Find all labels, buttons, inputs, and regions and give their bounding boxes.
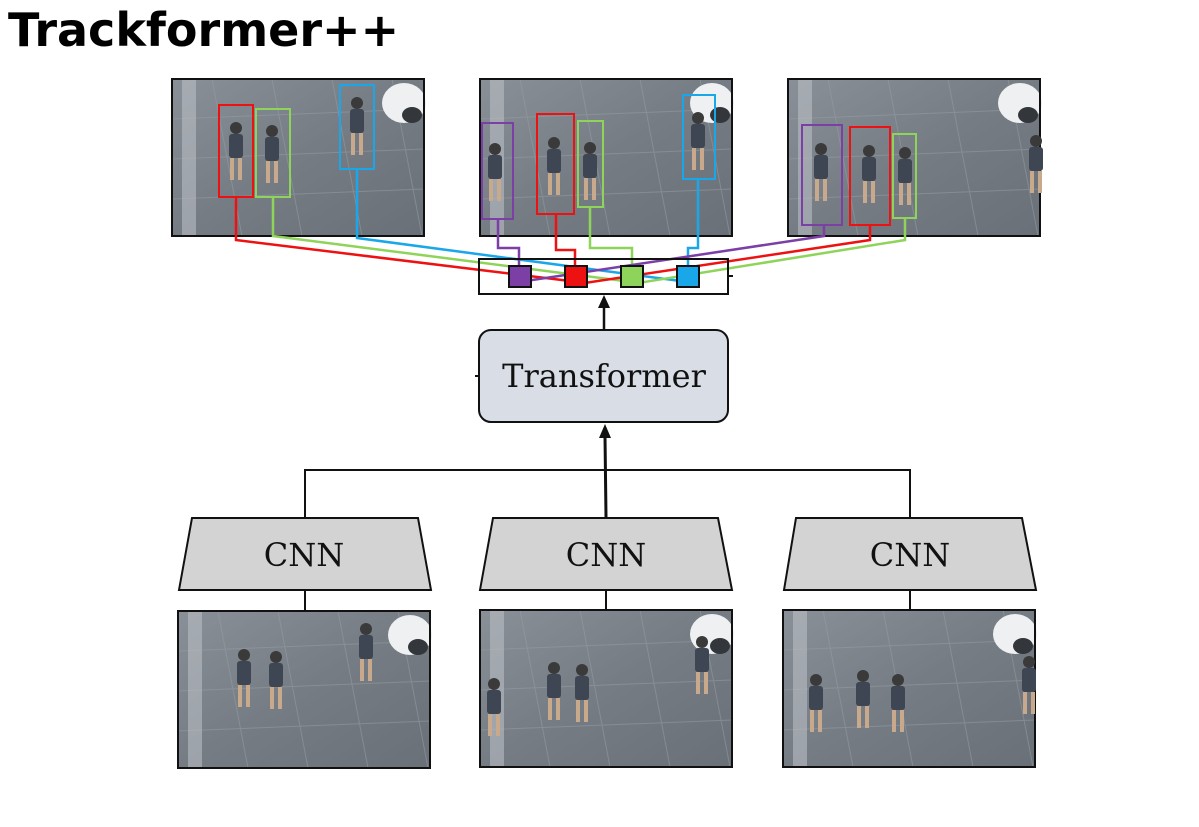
- cnn-block-3: CNN: [782, 517, 1038, 610]
- output-frame-2: [479, 78, 735, 237]
- transformer-label: Transformer: [502, 357, 706, 395]
- bbox-purple: [801, 124, 843, 226]
- cnn-label: CNN: [264, 536, 344, 574]
- input-frame-3: [782, 609, 1038, 768]
- cnn-block-1: CNN: [177, 517, 433, 611]
- output-frame-3: [787, 78, 1043, 237]
- input-frame-1: [177, 610, 433, 769]
- query-red: [564, 265, 588, 288]
- cnn-label: CNN: [566, 536, 646, 574]
- query-blue: [676, 265, 700, 288]
- transformer-block: Transformer: [475, 329, 729, 423]
- diagram-title: Trackformer++: [8, 3, 400, 57]
- arrow-transformer-to-queries: [598, 295, 610, 330]
- cnn-block-2: CNN: [478, 517, 734, 610]
- query-green: [620, 265, 644, 288]
- arrow-cnn-to-transformer: [304, 424, 911, 518]
- output-frame-1: [171, 78, 427, 237]
- cnn-label: CNN: [870, 536, 950, 574]
- query-purple: [508, 265, 532, 288]
- input-frame-2: [479, 609, 735, 768]
- track-query-bar: [478, 258, 733, 295]
